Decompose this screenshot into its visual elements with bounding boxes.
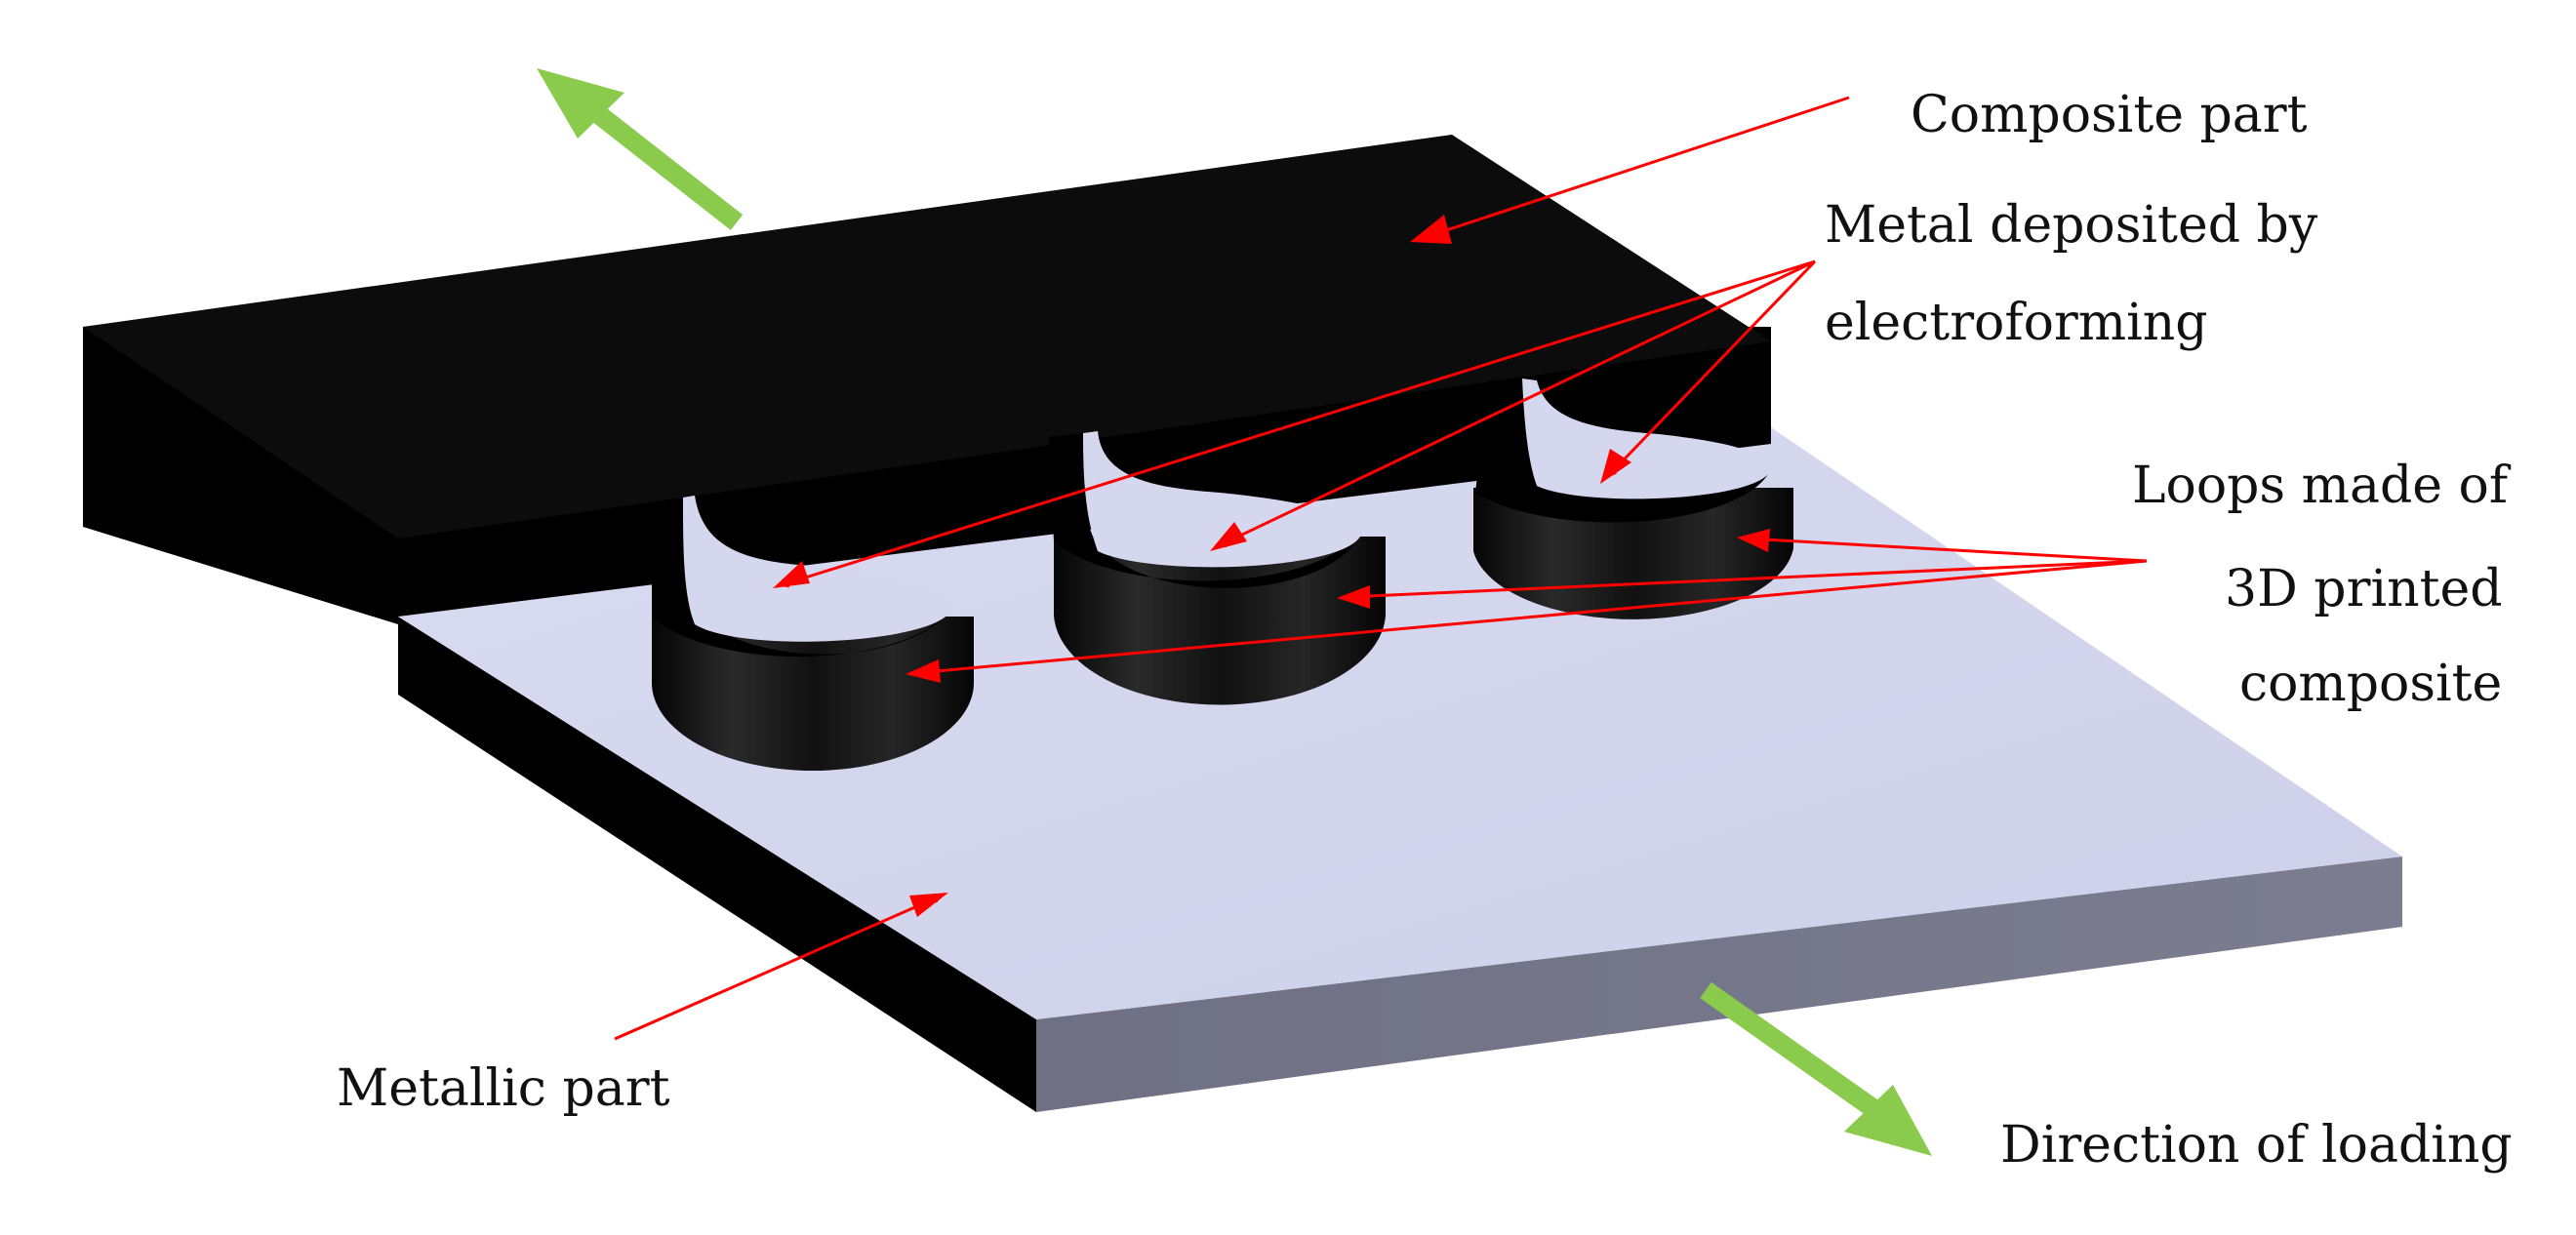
arrowhead-loop-3 (1737, 529, 1770, 552)
arrow-composite-part (1418, 96, 1850, 242)
metallic-part-left-side (398, 617, 1036, 1112)
annotation-arrows (614, 96, 2148, 1041)
loop-2-wall (1054, 537, 1387, 705)
label-loops-line2: 3D printed (2225, 560, 2503, 618)
label-metallic-part: Metallic part (337, 1059, 670, 1118)
composite-part (83, 135, 1771, 624)
label-loops-line3: composite (2239, 655, 2503, 713)
arrowhead-loop-2 (1337, 585, 1370, 609)
arrow-metal-deposit-1 (779, 259, 1816, 588)
loop-1-rim (652, 498, 951, 657)
load-arrow-left-head (537, 68, 624, 139)
label-metal-deposited-line2: electroforming (1825, 294, 2208, 352)
loop-2-rim (1049, 433, 1361, 588)
loop-2-inner-metal (1083, 431, 1361, 568)
load-arrow-right (1700, 981, 1932, 1156)
label-composite-part: Composite part (1911, 86, 2308, 144)
load-arrow-right-head (1844, 1085, 1932, 1156)
loop-1-wall (652, 617, 974, 771)
metallic-part (398, 418, 2402, 1112)
arrowhead-metallic-part (909, 893, 948, 917)
arrowhead-metal-deposit-2 (1210, 522, 1247, 551)
arrow-loop-3 (1745, 534, 2148, 563)
composite-part-top-face (83, 135, 1771, 538)
loop-2 (1049, 431, 1387, 705)
arrow-loop-2 (1345, 559, 2148, 602)
metallic-part-front-edge (1036, 857, 2402, 1112)
arrow-loop-1 (913, 559, 2148, 678)
arrow-metal-deposit-2 (1216, 259, 1816, 548)
label-metal-deposited-line1: Metal deposited by (1825, 196, 2318, 255)
loop-3-inner-metal (1522, 378, 1771, 499)
arrowhead-composite-part (1410, 215, 1452, 244)
label-loops-line1: Loops made of (2132, 457, 2509, 515)
load-arrow-left (537, 68, 744, 230)
arrowhead-metal-deposit-1 (773, 561, 810, 588)
annotation-arrowheads (773, 215, 1770, 917)
arrow-metallic-part (614, 894, 944, 1041)
loop-1-inner-metal (683, 496, 951, 642)
metallic-part-top-face (398, 418, 2402, 1019)
loop-1 (652, 496, 974, 771)
arrow-metal-deposit-3 (1606, 259, 1817, 478)
arrowhead-loop-1 (906, 659, 941, 683)
label-direction-of-loading: Direction of loading (2000, 1116, 2513, 1175)
arrowhead-metal-deposit-3 (1600, 449, 1631, 484)
